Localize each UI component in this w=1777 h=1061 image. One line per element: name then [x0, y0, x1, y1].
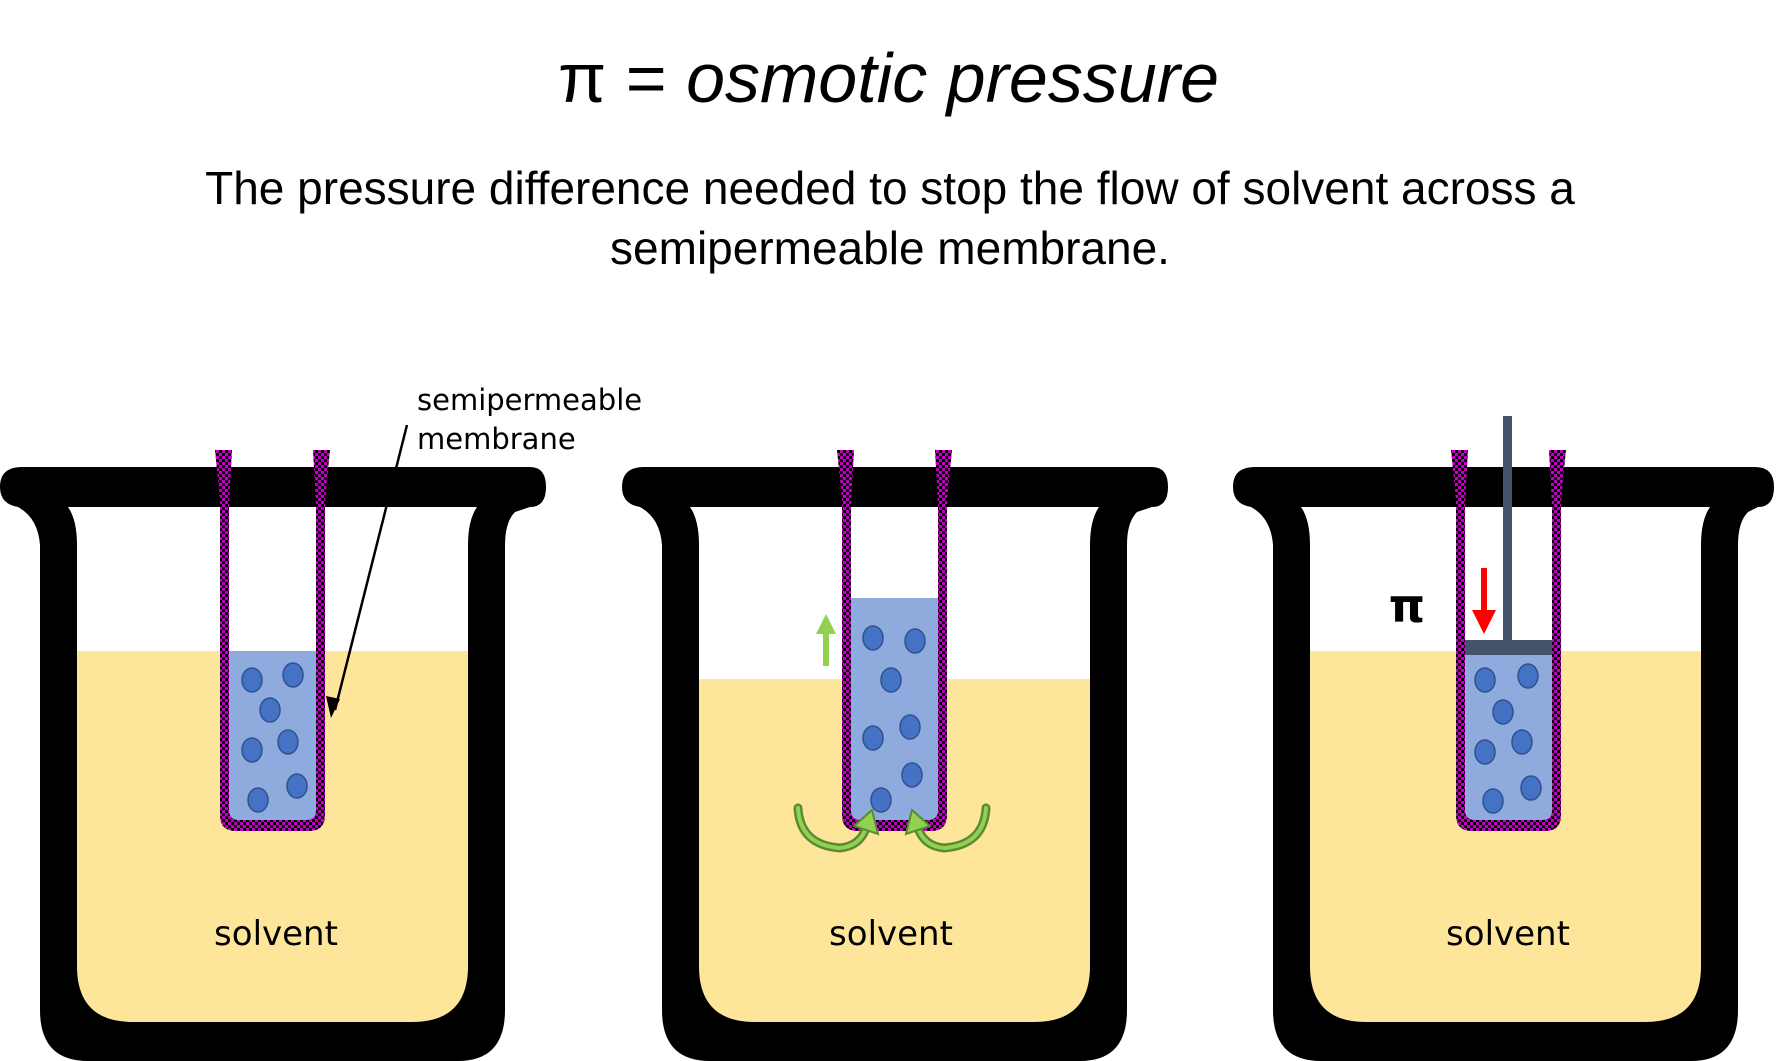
beaker-2-membrane [837, 450, 952, 831]
inflow-arrow-left-icon [793, 803, 880, 853]
beaker-3-solvent [1310, 651, 1701, 1022]
inflow-arrow-right-icon [904, 803, 991, 853]
solute-particle [259, 697, 281, 723]
solute-particle [241, 737, 263, 763]
solute-particle [1492, 699, 1514, 725]
beaker-3-membrane [1451, 450, 1566, 831]
beaker-1-solvent [77, 651, 468, 1022]
solute-particle [1517, 663, 1539, 689]
solute-particle [1520, 775, 1542, 801]
beaker-3-particles [1474, 663, 1542, 814]
beaker-2: solvent [622, 450, 1168, 1061]
solute-particle [241, 667, 263, 693]
rise-arrow-icon [816, 614, 836, 666]
solute-particle [880, 667, 902, 693]
beaker-1-solvent-label: solvent [214, 914, 338, 954]
membrane-pointer-arrowhead [326, 696, 340, 718]
solute-particle [899, 714, 921, 740]
solute-particle [277, 729, 299, 755]
membrane-pointer-line [333, 424, 409, 711]
beaker-1-particles [241, 662, 308, 813]
beaker-2-particles [862, 625, 926, 813]
title-term: osmotic pressure [686, 39, 1220, 117]
beaker-2-solvent [699, 679, 1090, 1022]
pi-label: π [1389, 579, 1425, 633]
beaker-3-solvent-label: solvent [1446, 914, 1570, 954]
title-equals: = [625, 39, 667, 117]
solute-particle [862, 625, 884, 651]
membrane-label-line1: semipermeable [417, 383, 642, 417]
solute-particle [870, 787, 892, 813]
solute-particle [286, 773, 308, 799]
beaker-1-membrane [215, 450, 330, 831]
solute-particle [1482, 788, 1504, 814]
definition-text: The pressure difference needed to stop t… [205, 162, 1575, 274]
page-title: π = osmotic pressure [0, 38, 1777, 118]
pressure-arrow-icon [1472, 568, 1496, 634]
beaker-2-solvent-label: solvent [829, 914, 953, 954]
solute-particle [904, 628, 926, 654]
solute-particle [282, 662, 304, 688]
piston-head [1465, 640, 1552, 655]
membrane-annotation: semipermeable membrane [326, 383, 642, 718]
beaker-3-body [1233, 467, 1774, 1061]
beaker-2-body [622, 467, 1168, 1061]
piston [1465, 416, 1552, 655]
solute-particle [1511, 729, 1533, 755]
beaker-1: solvent [0, 450, 546, 1061]
solute-particle [901, 762, 923, 788]
beaker-3: π solvent [1233, 416, 1774, 1061]
membrane-label-line2: membrane [417, 422, 576, 456]
beaker-1-body [0, 467, 546, 1061]
piston-rod [1503, 416, 1512, 641]
solute-particle [247, 787, 269, 813]
title-pi-symbol: π [557, 39, 607, 117]
solute-particle [1474, 739, 1496, 765]
solute-particle [862, 725, 884, 751]
solute-particle [1474, 667, 1496, 693]
